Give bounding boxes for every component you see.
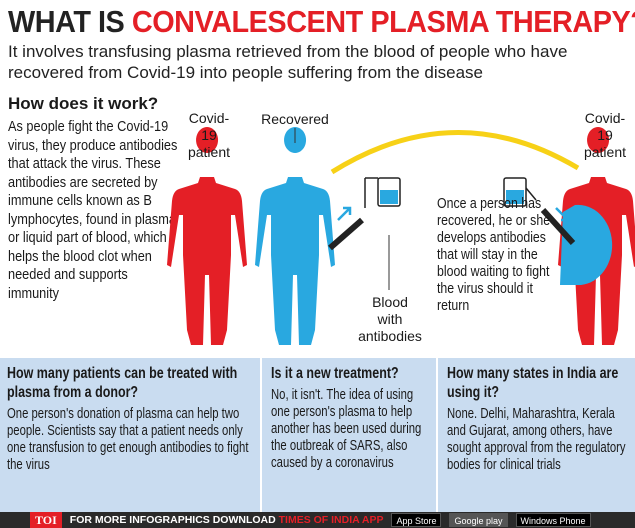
- arrow-icon: [555, 207, 570, 222]
- divider: [436, 358, 438, 512]
- faq-states: How many states in India are using it?No…: [447, 365, 626, 473]
- pointer-icon: [202, 140, 212, 145]
- blood-label: Blood with antibodies: [358, 294, 422, 344]
- patient-label-left: Covid-19 patient: [187, 110, 231, 160]
- google-play-button[interactable]: Google play: [449, 513, 508, 527]
- patient-label-right: Covid-19 patient: [583, 110, 627, 160]
- pointer-icon: [598, 140, 608, 145]
- app-store-button[interactable]: App Store: [391, 513, 442, 527]
- toi-logo: TOI: [30, 512, 62, 528]
- once-text: Once a person has recovered, he or she d…: [437, 196, 551, 314]
- arrow-icon: [337, 206, 352, 221]
- blood-bag-icon: [503, 177, 537, 207]
- divider: [260, 358, 262, 512]
- how-text: As people fight the Covid-19 virus, they…: [8, 118, 178, 302]
- syringe-icon: [540, 207, 576, 246]
- footer: TOI FOR MORE INFOGRAPHICS DOWNLOAD TIMES…: [0, 512, 635, 528]
- blood-bag-icon: [364, 177, 401, 208]
- faq-panel: How many patients can be treated with pl…: [0, 358, 635, 512]
- syringe-icon: [328, 217, 364, 251]
- page-title: WHAT IS CONVALESCENT PLASMA THERAPY?: [8, 4, 635, 39]
- faq-new: Is it a new treatment?No, it isn't. The …: [271, 365, 422, 471]
- diagram-illustration: [167, 127, 635, 345]
- subtitle: It involves transfusing plasma retrieved…: [8, 42, 568, 82]
- recovered-figure: [255, 127, 335, 345]
- recovered-label: Recovered: [261, 111, 329, 127]
- windows-phone-button[interactable]: Windows Phone: [515, 513, 591, 527]
- antibodies-fill: [560, 204, 613, 285]
- how-heading: How does it work?: [8, 94, 159, 113]
- transfer-arc: [330, 130, 580, 175]
- faq-donor: How many patients can be treated with pl…: [7, 365, 249, 473]
